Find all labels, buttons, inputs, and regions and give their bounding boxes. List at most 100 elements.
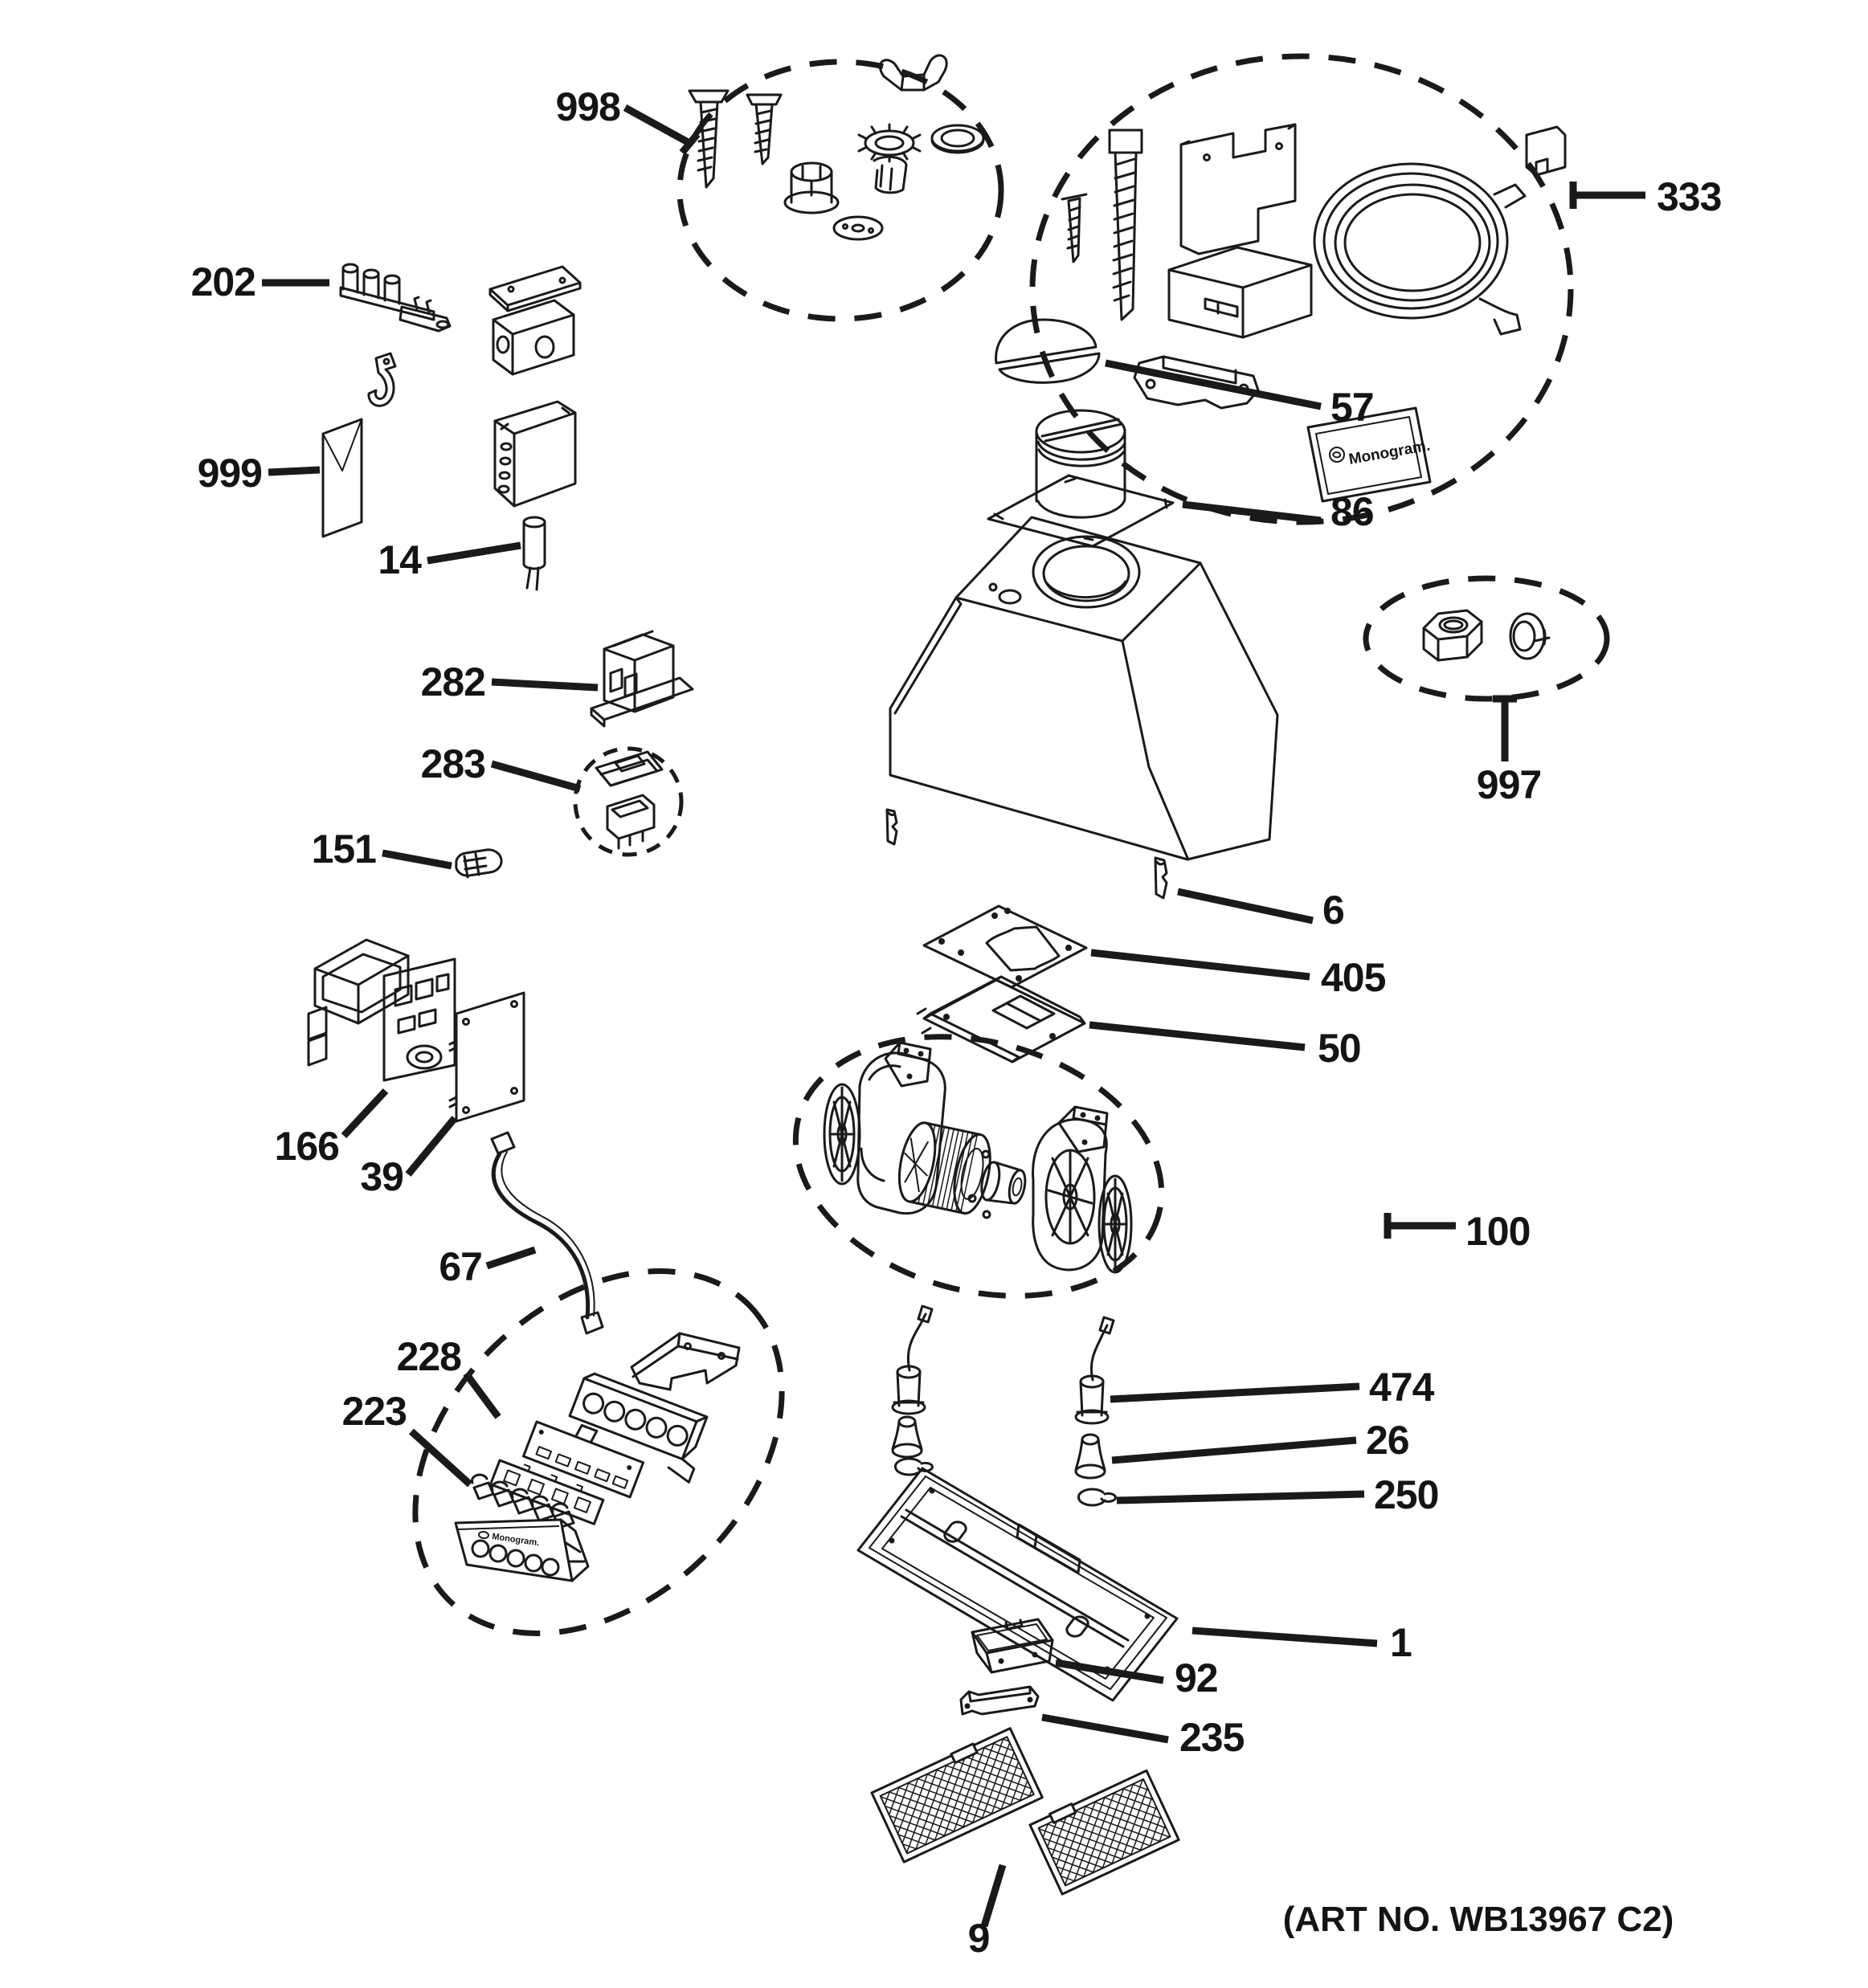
- control-panel-icon: Monogram.: [454, 1518, 590, 1582]
- callout-283-leader: [490, 760, 582, 793]
- callout-999-label: 999: [198, 451, 262, 496]
- hood-body: [889, 516, 1279, 861]
- damper-57: 57: [995, 318, 1375, 430]
- blower-assembly-100-group: 100: [792, 1034, 1531, 1299]
- mount-plate-50: 50: [916, 975, 1362, 1071]
- callout-67-label: 67: [439, 1244, 482, 1289]
- bottom-frame-1: 1: [856, 1467, 1412, 1702]
- lamp-socket-left-icon: [891, 1304, 934, 1415]
- callout-235-label: 235: [1179, 1715, 1245, 1760]
- grease-filter-right: [1028, 1769, 1180, 1896]
- junction-box-cover: [488, 265, 582, 312]
- filter-bracket-235: 235: [959, 1685, 1245, 1760]
- callout-39-label: 39: [360, 1154, 403, 1199]
- small-screw-icon: [1061, 193, 1088, 263]
- callout-100-label: 100: [1465, 1209, 1530, 1254]
- vent-bracket-icon: [1179, 123, 1297, 255]
- callout-405-leader: [1090, 949, 1310, 981]
- dashed-group-circle-283: [573, 746, 684, 857]
- blower-grille-left-icon: [823, 1083, 861, 1186]
- callout-405-label: 405: [1321, 955, 1386, 1000]
- warranty-envelope-999: 999: [198, 418, 363, 538]
- callout-474-label: 474: [1369, 1365, 1435, 1410]
- callout-282-label: 282: [421, 659, 485, 704]
- bracket-clip-6: 6: [1154, 856, 1345, 933]
- control-pcb-icon: [522, 1420, 645, 1499]
- callout-39-leader: [405, 1116, 458, 1177]
- callout-1-leader: [1192, 1627, 1378, 1647]
- callout-1-label: 1: [1390, 1620, 1412, 1665]
- callout-166-leader: [341, 1088, 389, 1139]
- callout-999-leader: [268, 466, 321, 476]
- screw-icon: [746, 93, 783, 165]
- art-number: (ART NO. WB13967 C2): [1283, 1900, 1674, 1939]
- callout-997-label: 997: [1477, 762, 1541, 807]
- lamp-bulb-right-icon: [1074, 1433, 1106, 1480]
- power-cord-coil-icon: [1313, 162, 1527, 336]
- lamp-ring-right-icon: [1077, 1488, 1117, 1507]
- anchor-bushing-icon: [783, 161, 840, 214]
- grease-filters-9: 9: [870, 1727, 1180, 1961]
- duct-sleeve-icon: [1167, 246, 1313, 339]
- lag-screw-icon: [688, 89, 730, 189]
- control-board-icon: [382, 957, 456, 1082]
- callout-998-label: 998: [556, 84, 621, 129]
- monogram-card: Monogram.: [1306, 406, 1432, 503]
- dashed-group-ellipse-997: [1363, 575, 1610, 702]
- callout-6-label: 6: [1322, 888, 1344, 933]
- callout-86-leader: [1182, 500, 1322, 525]
- callout-14-label: 14: [378, 537, 422, 582]
- lamp-socket-right-icon: [1074, 1316, 1115, 1425]
- dashed-group-ellipse-998: [676, 59, 1004, 322]
- connector-151: 151: [312, 827, 503, 879]
- blower-housing-left-icon: [856, 1041, 946, 1215]
- callout-151-leader: [382, 849, 452, 870]
- blower-wheel-icon: [897, 1121, 991, 1215]
- dashed-group-ellipse-333: [1029, 53, 1574, 525]
- callout-92-leader: [1055, 1659, 1164, 1684]
- callout-228-leader: [463, 1371, 501, 1419]
- button-housing-icon: [568, 1372, 709, 1484]
- rocker-switch-icon: [606, 794, 656, 850]
- lock-washer-997-icon: [1509, 612, 1551, 660]
- callout-57-label: 57: [1330, 385, 1374, 430]
- lamp-lens-92: 92: [971, 1618, 1219, 1700]
- switch-cap-icon: [595, 750, 664, 787]
- mount-disc-icon: [832, 215, 884, 241]
- callout-9-leader: [980, 1863, 1007, 1928]
- grease-filter-left: [870, 1727, 1044, 1863]
- flat-washer-icon: [930, 124, 985, 154]
- buttons-223-icon: [470, 1473, 575, 1529]
- junction-box-closed: [492, 299, 575, 376]
- control-bracket-icon: [630, 1332, 741, 1391]
- wire-harness-67: 67: [439, 1131, 604, 1335]
- callout-26-leader: [1111, 1436, 1357, 1464]
- callout-14-leader: [427, 541, 521, 565]
- button-holder-icon: [489, 1459, 605, 1525]
- wing-nut-icon: [878, 54, 948, 92]
- callout-50-label: 50: [1318, 1026, 1361, 1071]
- blower-housing-right-icon: [1032, 1105, 1109, 1272]
- mounting-hook: [367, 352, 397, 407]
- callout-26-label: 26: [1366, 1418, 1409, 1463]
- callout-223-leader: [408, 1428, 473, 1488]
- terminal-block-202: 202: [191, 259, 452, 333]
- capacitor-14: 14: [378, 516, 546, 591]
- callout-333-label: 333: [1657, 174, 1721, 219]
- duct-collar-86: 86: [987, 409, 1375, 548]
- clip-bushing-icon: [873, 155, 908, 194]
- callout-166-label: 166: [275, 1124, 339, 1169]
- callout-50-leader: [1089, 1021, 1306, 1051]
- callout-250-label: 250: [1374, 1472, 1438, 1517]
- lamp-bulb-left-icon: [891, 1415, 923, 1459]
- hex-nut-icon: [1422, 609, 1483, 662]
- callout-228-label: 228: [397, 1334, 462, 1379]
- control-housing-166: 166: [275, 938, 456, 1169]
- callout-92-label: 92: [1175, 1655, 1218, 1700]
- dashed-group-ellipse-100: [792, 1034, 1165, 1299]
- dashed-group-ellipse-228: [412, 1268, 785, 1636]
- callout-998-leader-tick: [679, 132, 701, 155]
- install-kit-333-group: Monogram. 333: [1029, 53, 1722, 525]
- callout-250-leader: [1116, 1490, 1365, 1504]
